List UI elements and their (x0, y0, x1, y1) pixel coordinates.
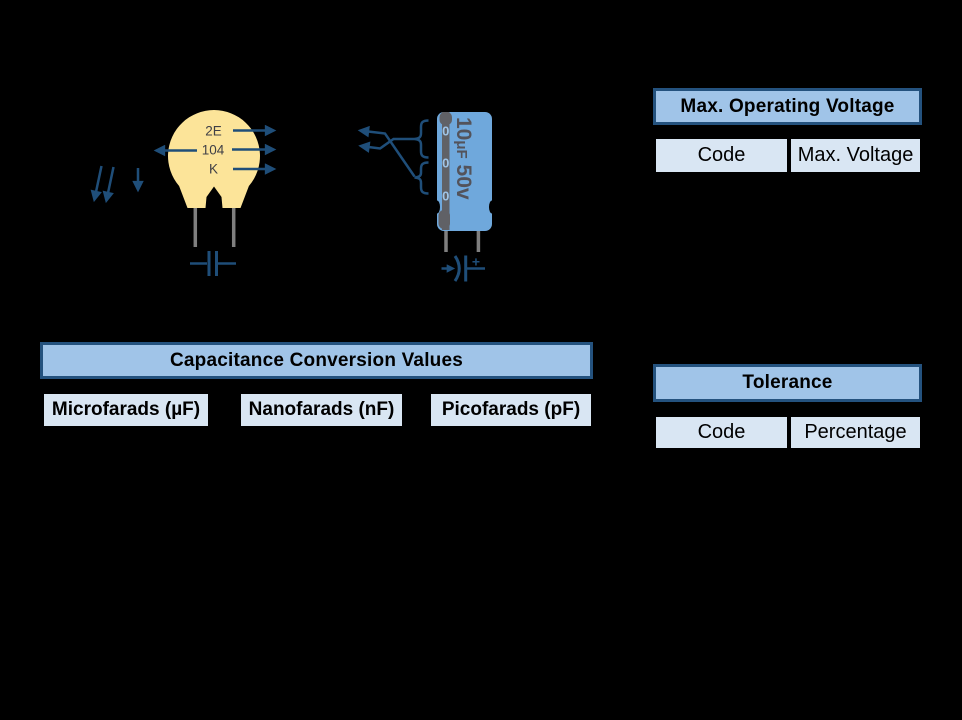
stripe-zero: 0 (442, 156, 449, 171)
value-voltage: 50v (452, 159, 475, 200)
picofarads-column-header: Picofarads (pF) (429, 392, 593, 428)
ceramic-marking-voltage-code: 2E (205, 124, 222, 139)
nanofarads-column-header: Nanofarads (nF) (239, 392, 404, 428)
ceramic-marking-tolerance-code: K (209, 162, 218, 177)
callout-pointer-arrow-icon (358, 137, 415, 153)
polarized-capacitor-symbol: + (441, 254, 485, 282)
ceramic-disc-body (168, 110, 260, 208)
brace-icon (414, 161, 429, 195)
stripe-zero: 0 (442, 124, 449, 139)
tolerance-header: Tolerance (653, 364, 922, 402)
electrolytic-value-label: 10μF 50v (452, 117, 475, 200)
arrow-down-icon (102, 166, 115, 204)
tolerance-percentage-column-header: Percentage (789, 415, 922, 450)
voltage-code-column-header: Code (654, 137, 789, 174)
can-crimp (489, 200, 495, 214)
arrow-down-icon (90, 165, 103, 203)
value-number: 10 (452, 117, 475, 140)
tolerance-code-column-header: Code (654, 415, 789, 450)
brace-icon (414, 119, 429, 159)
capacitor-symbol (190, 251, 236, 276)
plus-sign: + (472, 254, 480, 270)
ceramic-capacitor: 2E 104 K (90, 110, 277, 276)
value-unit: μF (453, 140, 470, 158)
voltage-max-voltage-column-header: Max. Voltage (789, 137, 922, 174)
stripe-zero: 0 (442, 189, 449, 204)
callout-pointer-arrow-icon (357, 125, 416, 178)
electrolytic-capacitor: 0 0 0 10μF 50v + (357, 112, 495, 282)
can-crimp (434, 200, 440, 214)
negative-stripe (438, 112, 452, 230)
capacitance-conversion-header: Capacitance Conversion Values (40, 342, 593, 379)
electrolytic-can-body (437, 112, 492, 231)
max-operating-voltage-header: Max. Operating Voltage (653, 88, 922, 125)
ceramic-marking-capacitance-code: 104 (202, 143, 225, 158)
microfarads-column-header: Microfarads (µF) (42, 392, 210, 428)
